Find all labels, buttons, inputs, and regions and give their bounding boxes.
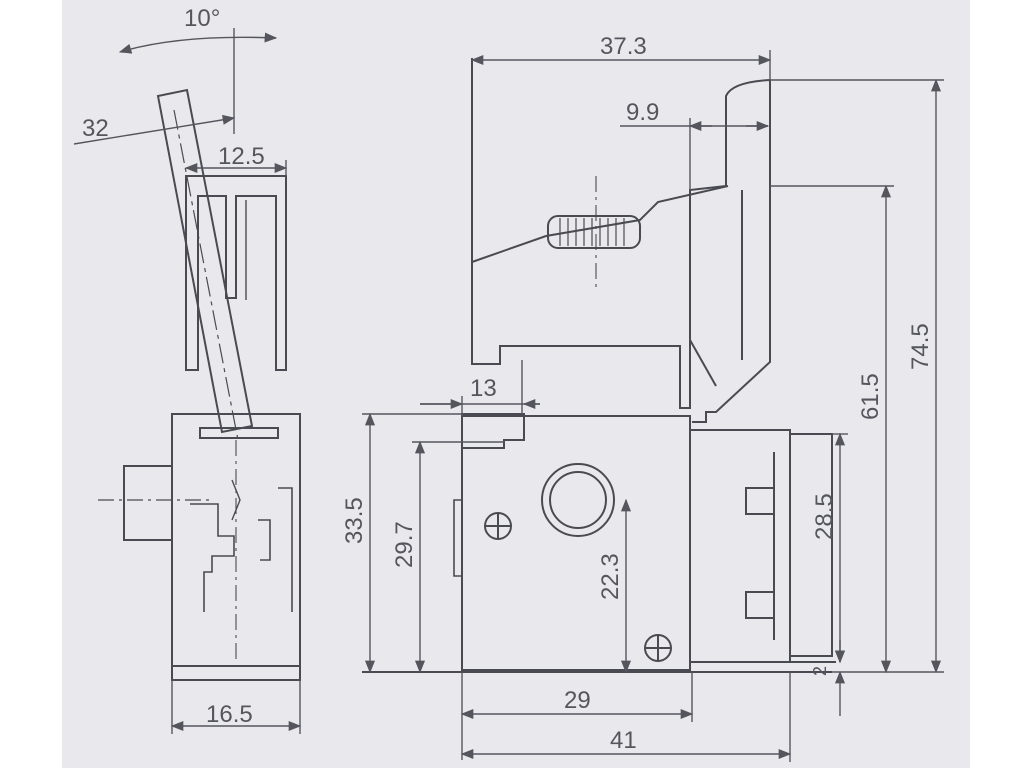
internal-contact-left xyxy=(190,503,235,612)
front-view xyxy=(362,58,836,673)
angle-arc xyxy=(118,32,278,54)
label-61-5: 61.5 xyxy=(857,373,884,420)
screw-upper xyxy=(484,512,512,540)
trigger-housing xyxy=(471,58,771,423)
side-block-bracket xyxy=(790,433,833,657)
screw-lower xyxy=(644,634,672,662)
side-view xyxy=(98,88,301,681)
side-bottom-flange xyxy=(171,665,301,681)
lever-centerline xyxy=(173,109,239,441)
label-41: 41 xyxy=(610,727,637,754)
label-16-5: 16.5 xyxy=(206,701,253,728)
trigger-lever xyxy=(156,88,254,434)
label-13: 13 xyxy=(470,375,497,402)
paper-background xyxy=(62,0,970,768)
label-74-5: 74.5 xyxy=(907,323,934,370)
lever-guard xyxy=(185,175,287,371)
trigger-step xyxy=(689,339,717,387)
front-body-notch xyxy=(453,499,462,577)
label-29-7: 29.7 xyxy=(391,521,418,568)
label-28-5: 28.5 xyxy=(811,493,838,540)
side-view-dimensions xyxy=(73,28,302,734)
label-37-3: 37.3 xyxy=(600,33,647,60)
label-32: 32 xyxy=(82,115,109,142)
speed-dial-knurl xyxy=(559,218,625,246)
label-29: 29 xyxy=(564,687,591,714)
speed-dial xyxy=(547,215,641,249)
label-22-3: 22.3 xyxy=(597,553,624,600)
label-2: 2 xyxy=(810,666,830,676)
side-body-top-plate xyxy=(199,427,279,439)
label-12-5: 12.5 xyxy=(218,143,265,170)
dimension-labels: 10° 32 12.5 16.5 37.3 9.9 13 29 41 33.5 … xyxy=(82,5,934,754)
internal-spring xyxy=(231,479,241,521)
front-view-dimensions xyxy=(362,50,944,762)
label-9-9: 9.9 xyxy=(626,99,659,126)
internal-contact-right xyxy=(258,487,293,612)
dim-32-line xyxy=(73,114,236,145)
label-33-5: 33.5 xyxy=(341,497,368,544)
trigger-slope xyxy=(471,185,729,263)
button-outer xyxy=(541,463,615,537)
button-inner xyxy=(549,471,607,529)
label-angle: 10° xyxy=(184,5,220,32)
side-terminal xyxy=(123,465,173,541)
